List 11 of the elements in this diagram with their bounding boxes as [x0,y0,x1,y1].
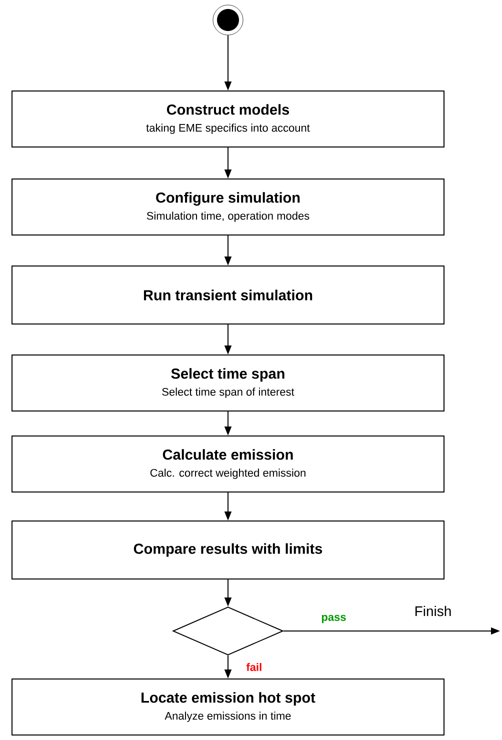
process-box: Configure simulation Simulation time, operation modes [12,178,444,236]
edge-label: pass [320,614,348,624]
edge-label: fail [245,662,264,672]
process-box: Construct models taking EME specifics into account [12,90,444,148]
process-box: Calculate emission Calc. correct weighted emission [12,436,444,492]
end-label: Finish [415,606,451,616]
process-box: Run transient simulation [12,266,444,324]
start-node [212,4,244,36]
process-box: Locate emission hot spot Analyze emissions in time [12,678,444,736]
process-box: Compare results with limits [12,520,444,580]
process-box: Select time span Select time span of interest [12,354,444,412]
